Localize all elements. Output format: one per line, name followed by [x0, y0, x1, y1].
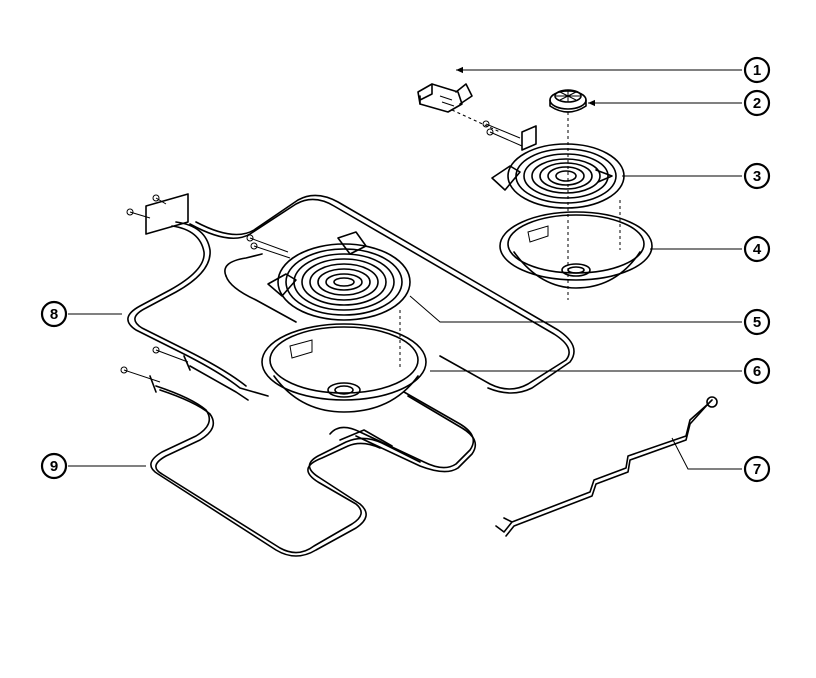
callout-4: 4	[743, 235, 771, 263]
part-5-large-surface-element	[246, 231, 411, 321]
callout-6-label: 6	[753, 363, 761, 380]
callout-8: 8	[40, 300, 68, 328]
callout-9-label: 9	[50, 458, 58, 475]
callout-5: 5	[743, 308, 771, 336]
part-6-large-drip-bowl	[261, 310, 427, 413]
callout-1-label: 1	[753, 62, 761, 79]
part-3-small-surface-element	[482, 120, 625, 209]
callout-2: 2	[743, 89, 771, 117]
callout-4-label: 4	[753, 241, 762, 258]
callout-7-label: 7	[753, 461, 761, 478]
callout-8-label: 8	[50, 306, 58, 323]
part-9-bake-element	[120, 346, 421, 557]
part-7-rod	[495, 396, 718, 537]
callout-2-label: 2	[753, 95, 761, 112]
callout-3-label: 3	[753, 168, 761, 185]
part-4-small-drip-bowl	[499, 200, 653, 289]
leader-lines	[68, 66, 742, 470]
part-1-terminal-block	[417, 83, 501, 133]
callout-3: 3	[743, 162, 771, 190]
callout-6: 6	[743, 357, 771, 385]
callout-1: 1	[743, 56, 771, 84]
callout-7: 7	[743, 455, 771, 483]
part-8-heating-element	[126, 193, 575, 473]
callout-9: 9	[40, 452, 68, 480]
callout-5-label: 5	[753, 314, 761, 331]
